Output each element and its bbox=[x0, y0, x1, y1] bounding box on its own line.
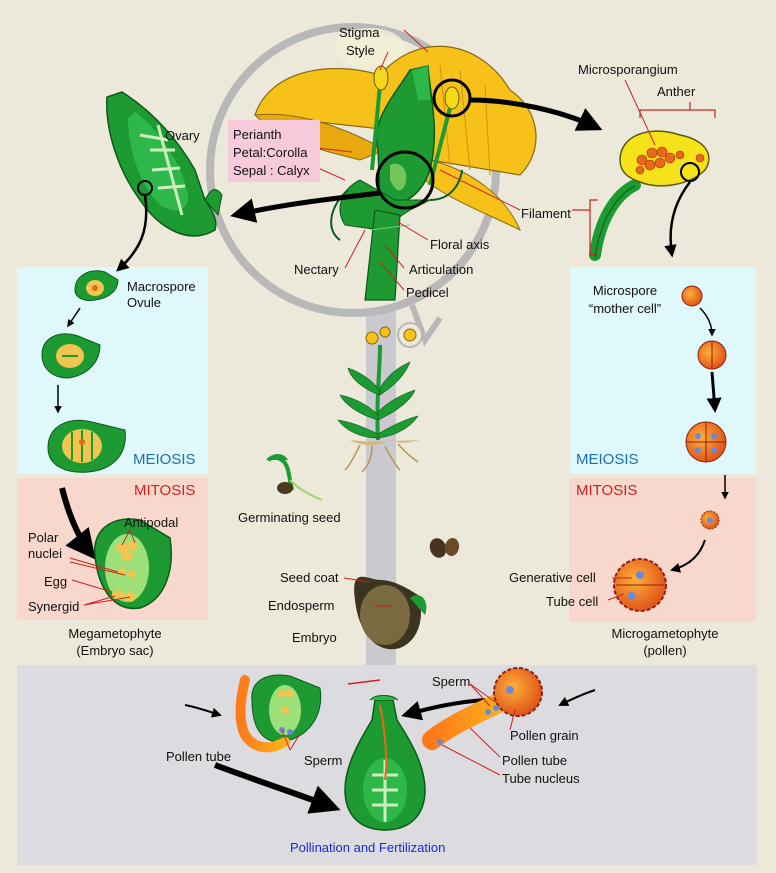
label-seed-coat: Seed coat bbox=[280, 570, 339, 585]
pollen-tube-left-illustration bbox=[235, 675, 290, 753]
germinating-seed-illustration bbox=[266, 454, 323, 501]
label-pedicel: Pedicel bbox=[406, 285, 449, 300]
arrow-to-anther bbox=[469, 97, 603, 131]
label-perianth: Perianth bbox=[233, 127, 282, 142]
label-mitosis-right: MITOSIS bbox=[576, 482, 638, 499]
pollen-grain-illustration bbox=[613, 558, 667, 612]
label-petal-corolla: Petal:Corolla bbox=[233, 145, 308, 160]
label-pollen-grain: Pollen grain bbox=[510, 728, 579, 743]
label-ovule: Ovule bbox=[127, 295, 161, 310]
microspore-stage-1 bbox=[681, 285, 703, 307]
label-sperm-right: Sperm bbox=[432, 674, 471, 689]
label-embryo-sac: (Embryo sac) bbox=[76, 643, 154, 658]
arrow-to-pistil bbox=[213, 762, 341, 814]
fertilization-ovule-left bbox=[251, 674, 322, 743]
stray-leader-line bbox=[347, 679, 381, 685]
ovule-stage-1 bbox=[74, 270, 119, 301]
label-meiosis-right: MEIOSIS bbox=[576, 451, 639, 468]
label-filament: Filament bbox=[521, 206, 571, 221]
label-macrospore: Macrospore bbox=[127, 279, 196, 294]
arrow-micro-2-3 bbox=[706, 371, 722, 413]
arrow-meiosis-to-mitosis-left bbox=[59, 487, 96, 560]
megametophyte-illustration bbox=[94, 518, 172, 610]
microspore-stage-4 bbox=[700, 510, 720, 530]
left-tube-leader-lines bbox=[281, 729, 301, 751]
microspore-stage-2 bbox=[697, 340, 727, 370]
label-tube-nucleus: Tube nucleus bbox=[502, 771, 580, 786]
arrow-micro-4-5 bbox=[670, 539, 706, 573]
label-microspore: Microspore bbox=[592, 283, 658, 298]
seed-cross-section bbox=[354, 576, 427, 650]
label-mother-cell: “mother cell” bbox=[588, 301, 662, 316]
label-germinating-seed: Germinating seed bbox=[238, 510, 341, 525]
label-egg: Egg bbox=[44, 574, 68, 589]
ovary-illustration bbox=[106, 91, 223, 237]
label-megametophyte: Megametophyte bbox=[68, 626, 162, 641]
label-generative-cell: Generative cell bbox=[509, 570, 596, 585]
flower-pistil bbox=[330, 65, 463, 301]
label-nectary: Nectary bbox=[294, 262, 339, 277]
ovule-stage-3 bbox=[47, 419, 126, 473]
arrow-to-pollen-grain bbox=[558, 689, 596, 706]
label-embryo: Embryo bbox=[292, 630, 337, 645]
label-articulation: Articulation bbox=[409, 262, 474, 277]
arrow-to-left-tube bbox=[184, 704, 222, 718]
pollen-grain-leader-lines bbox=[441, 683, 516, 776]
arrow-micro-1-2 bbox=[699, 307, 716, 337]
label-sperm-left: Sperm bbox=[304, 753, 343, 768]
label-microgametophyte: Microgametophyte bbox=[611, 626, 719, 641]
label-pollen: (pollen) bbox=[643, 643, 687, 658]
pollen-leader-lines bbox=[607, 577, 632, 601]
label-meiosis-left: MEIOSIS bbox=[133, 451, 196, 468]
flower-leader-lines bbox=[317, 29, 656, 291]
label-style: Style bbox=[346, 43, 375, 58]
megametophyte-leader-lines bbox=[69, 529, 136, 606]
arrow-ovary-to-ovule bbox=[116, 194, 148, 272]
label-ovary: Ovary bbox=[165, 128, 200, 143]
perianth-label-box bbox=[228, 120, 320, 182]
arrow-to-ovary bbox=[230, 190, 381, 223]
anther-bracket bbox=[572, 102, 716, 256]
microspore-stage-3 bbox=[685, 421, 727, 463]
label-microsporangium: Microsporangium bbox=[578, 62, 678, 77]
arrow-to-pistil-from-pollen bbox=[401, 698, 486, 721]
label-floral-axis: Floral axis bbox=[430, 237, 490, 252]
label-pollen-tube-right: Pollen tube bbox=[502, 753, 568, 768]
highlight-ellipse bbox=[335, 28, 405, 68]
label-antipodal: Antipodal bbox=[124, 515, 179, 530]
ovule-stage-2 bbox=[41, 333, 101, 379]
seeds-illustration bbox=[429, 538, 460, 558]
label-stigma: Stigma bbox=[339, 25, 380, 40]
label-pollen-tube-left: Pollen tube bbox=[166, 749, 232, 764]
seed-leader-lines bbox=[343, 577, 392, 607]
magnifier-tail bbox=[409, 303, 443, 347]
anther-illustration bbox=[589, 130, 710, 261]
label-anther: Anther bbox=[657, 84, 696, 99]
label-tube-cell: Tube cell bbox=[546, 594, 599, 609]
label-synergid: Synergid bbox=[28, 599, 80, 614]
label-nuclei: nuclei bbox=[28, 546, 62, 561]
label-endosperm: Endosperm bbox=[268, 598, 335, 613]
pollination-title: Pollination and Fertilization bbox=[290, 840, 446, 855]
pistil-illustration bbox=[344, 695, 426, 831]
ovary-zoom-circle bbox=[375, 150, 435, 210]
arrow-anther-to-microspore bbox=[664, 181, 691, 258]
label-sepal-calyx: Sepal : Calyx bbox=[233, 163, 310, 178]
label-mitosis-left: MITOSIS bbox=[134, 482, 196, 499]
plant-illustration bbox=[337, 322, 423, 473]
label-polar: Polar bbox=[28, 530, 59, 545]
arrow-ovule-1-2 bbox=[67, 307, 81, 328]
